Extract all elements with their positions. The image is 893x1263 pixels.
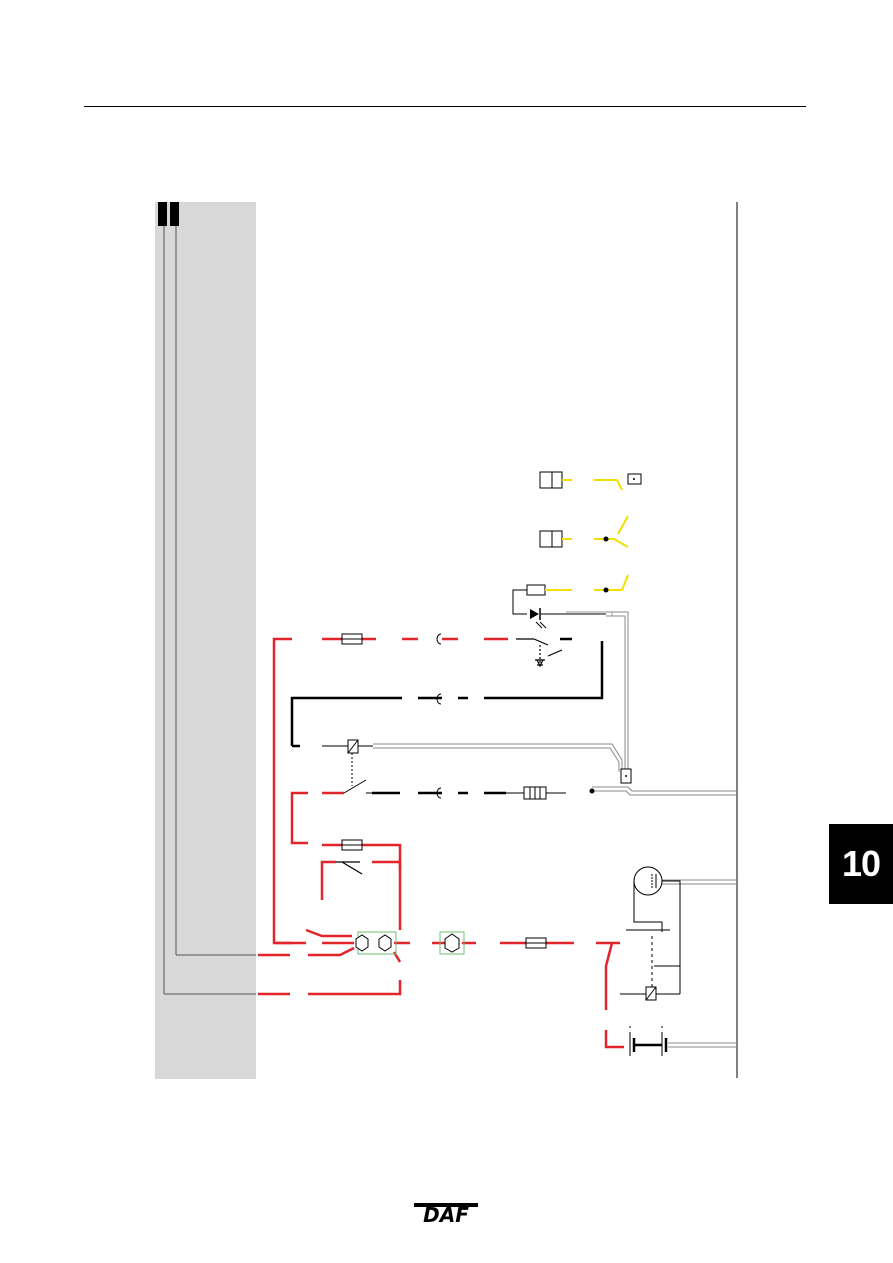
lamp-housing-lower <box>539 530 563 548</box>
led-indicator <box>530 608 547 629</box>
lamp-housing-upper <box>539 471 563 489</box>
daf-logo: DAF <box>414 1203 478 1224</box>
battery <box>629 1026 668 1056</box>
ground-tab-left <box>158 202 167 226</box>
resistor <box>526 584 546 596</box>
header-rule <box>84 106 806 107</box>
shaded-column <box>155 202 256 1079</box>
fuse-block <box>506 786 566 800</box>
relay <box>322 739 373 794</box>
ground-tab-right <box>170 202 179 226</box>
starter-motor <box>620 866 681 1001</box>
main-switch <box>516 637 572 668</box>
logo-text: DAF <box>423 1203 469 1224</box>
chapter-tab: 10 <box>829 824 893 904</box>
